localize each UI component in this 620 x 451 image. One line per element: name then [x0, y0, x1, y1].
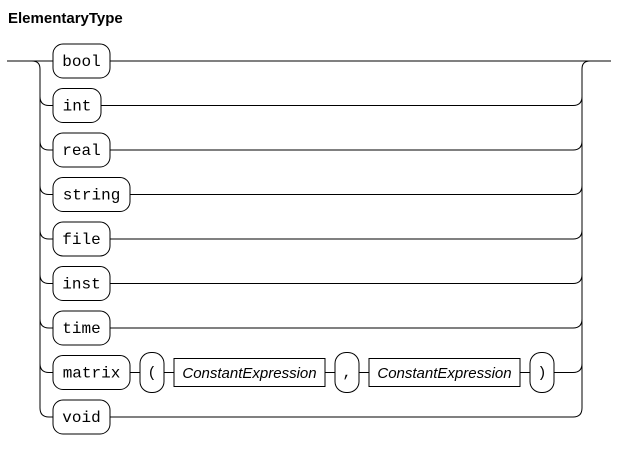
left-join-curve: [39, 363, 53, 373]
node-label: bool: [62, 53, 100, 71]
left-join-curve: [39, 229, 53, 240]
node-label: ConstantExpression: [377, 365, 511, 382]
node-label: (: [147, 365, 156, 382]
alternative-row-matrix: matrix ( ConstantExpression, ConstantExpres…: [39, 352, 583, 393]
diagram-title: ElementaryType: [8, 10, 123, 27]
left-join-curve: [39, 185, 53, 195]
right-join-curve: [110, 274, 583, 284]
nonterminal-node-ConstantExpression: [173, 358, 326, 387]
node-label: time: [62, 320, 100, 338]
node-label: real: [62, 142, 100, 160]
alternative-row-bool: bool: [52, 43, 611, 79]
alternative-row-file: file: [39, 221, 583, 257]
right-join-curve: [110, 140, 583, 151]
alternative-row-inst: inst: [39, 266, 583, 301]
left-join-curve: [39, 96, 53, 106]
right-join-curve: [110, 407, 583, 418]
right-join-curve: [554, 363, 583, 373]
node-label: file: [62, 231, 100, 249]
node-label: void: [62, 409, 100, 427]
left-join-curve: [39, 407, 53, 418]
node-label: ConstantExpression: [182, 365, 316, 382]
left-join-curve: [39, 140, 53, 151]
node-label: matrix: [63, 364, 121, 382]
node-label: string: [63, 186, 121, 204]
left-join-curve: [39, 274, 53, 284]
left-branch-vertical: [31, 60, 41, 408]
right-join-curve: [101, 96, 583, 106]
right-join-curve: [130, 185, 583, 195]
right-join-curve: [110, 229, 583, 240]
node-label: inst: [62, 275, 100, 293]
alternative-row-time: time: [39, 310, 583, 346]
alternative-row-string: string: [39, 177, 583, 212]
right-join-curve: [110, 318, 583, 329]
alternative-row-void: void: [39, 399, 583, 435]
nonterminal-node-ConstantExpression: [368, 358, 521, 387]
alternative-row-real: real: [39, 132, 583, 168]
node-label: ,: [342, 365, 351, 382]
right-collect-vertical: [581, 60, 591, 408]
node-label: ): [537, 365, 546, 382]
alternative-row-int: int: [39, 88, 583, 123]
node-label: int: [63, 97, 92, 115]
left-join-curve: [39, 318, 53, 329]
